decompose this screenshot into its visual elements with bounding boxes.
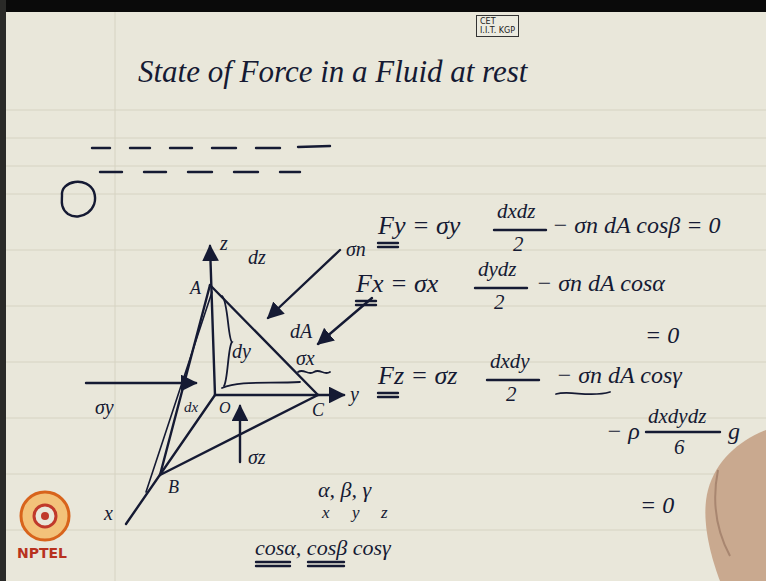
- fraction-bottom: 6: [674, 436, 685, 459]
- axis-note: x: [322, 504, 330, 523]
- fraction-bottom: 2: [506, 383, 517, 406]
- equation-term: g: [728, 418, 740, 444]
- watermark-text: CET: [480, 17, 515, 26]
- equation-term: Fz = σz: [378, 362, 458, 391]
- dimension-label: dy: [232, 340, 251, 362]
- point-label: A: [190, 279, 201, 299]
- fraction-top: dxdy: [490, 350, 530, 373]
- point-label: C: [312, 401, 324, 421]
- watermark-box: CETI.I.T. KGP: [476, 15, 519, 37]
- axis-note: y: [352, 504, 360, 523]
- cosine-list: cosα, cosβ cosγ: [255, 536, 391, 560]
- stress-label: σx: [296, 347, 315, 369]
- equation-term: = 0: [645, 322, 679, 348]
- axis-label: x: [104, 502, 113, 524]
- fraction-bottom: 2: [513, 233, 524, 256]
- logo-text: NPTEL: [17, 546, 67, 561]
- point-label: O: [219, 399, 231, 417]
- equation-term: − ρ: [606, 418, 640, 444]
- slide-title: State of Force in a Fluid at rest: [138, 54, 527, 90]
- equation-term: = 0: [640, 492, 674, 518]
- axis-note: z: [381, 504, 388, 523]
- equation-term: − σn dA cosγ: [556, 362, 682, 388]
- equation-term: − σn dA cosβ = 0: [552, 212, 720, 238]
- fraction-bottom: 2: [494, 291, 505, 314]
- stress-label: σz: [248, 446, 266, 468]
- point-label: B: [168, 478, 179, 498]
- watermark-text: I.I.T. KGP: [480, 26, 515, 35]
- axis-label: z: [220, 232, 228, 254]
- equation-term: − σn dA cosα: [536, 270, 665, 296]
- axis-label: y: [350, 383, 359, 405]
- fraction-top: dxdz: [497, 200, 536, 223]
- fraction-top: dxdydz: [648, 405, 706, 428]
- dimension-label: dA: [290, 320, 312, 342]
- dimension-label: dx: [184, 399, 198, 416]
- dimension-label: dz: [248, 246, 266, 268]
- stress-label: σn: [346, 238, 366, 260]
- fraction-top: dydz: [478, 258, 517, 281]
- equation-term: Fx = σx: [356, 270, 438, 299]
- angle-list: α, β, γ: [318, 478, 371, 502]
- stress-label: σy: [95, 396, 114, 418]
- equation-term: Fy = σy: [378, 212, 460, 241]
